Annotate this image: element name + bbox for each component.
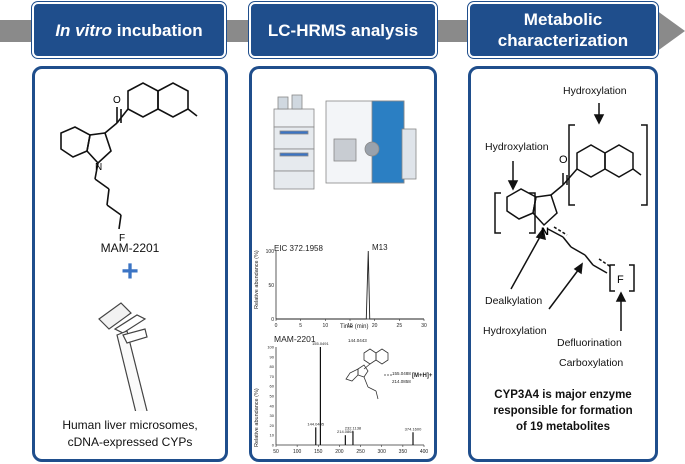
x-tick-label: 0 [275, 323, 278, 329]
oxygen-atom: O [113, 95, 121, 106]
x-tick-label: 350 [399, 449, 408, 455]
x-tick-label: 25 [397, 323, 403, 329]
peak-label: M13 [372, 243, 388, 252]
spectrum-title: MAM-2201 [274, 334, 316, 344]
header-lc-hrms-analysis: LC-HRMS analysis [249, 2, 437, 58]
caption-line1: Human liver microsomes, [62, 418, 198, 432]
x-tick-label: 200 [335, 449, 344, 455]
x-tick-label: 150 [314, 449, 323, 455]
structure-fragment-label: 214.0858 [392, 379, 411, 384]
x-tick-label: 30 [421, 323, 427, 329]
y-tick-label: 0 [272, 443, 275, 448]
x-tick-label: 300 [378, 449, 387, 455]
nitrogen-atom: N [95, 162, 102, 173]
header-in-vitro-incubation: In vitro incubation [32, 2, 226, 58]
y-tick-label: 70 [270, 374, 275, 379]
spectrum-ylabel: Relative abundance (%) [254, 388, 260, 447]
dealkylation-label: Dealkylation [485, 295, 543, 307]
panel-metabolic-characterization: O N F Hydroxylation Hydroxylation Dealky… [468, 66, 658, 462]
structure-fragment-label: 144.0443 [348, 338, 367, 343]
conclusion-line3: of 19 metabolites [516, 421, 610, 433]
x-tick-label: 400 [420, 449, 429, 455]
metabolite-structure: O N F [494, 103, 648, 331]
mam2201-structure: O N F [60, 82, 198, 244]
y-tick-label: 100 [267, 345, 274, 350]
header-line1: Metabolic [523, 10, 603, 29]
conclusion-line2: responsible for formation [493, 405, 633, 417]
x-tick-label: 20 [372, 323, 378, 329]
y-tick-label: 60 [270, 384, 275, 389]
y-tick-label: 20 [270, 423, 275, 428]
compound-label: MAM-2201 [100, 241, 160, 255]
x-tick-label: 250 [356, 449, 365, 455]
conclusion-text: CYP3A4 is major enzyme responsible for f… [471, 387, 655, 435]
carboxylation-label: Carboxylation [559, 357, 624, 369]
ion-label: [M+H]+ [412, 373, 433, 379]
x-tick-label: 15 [347, 323, 353, 329]
hydroxylation-naphthalene-label: Hydroxylation [563, 85, 627, 97]
eic-label: EIC 372.1958 [274, 244, 323, 253]
oxygen-atom: O [559, 154, 568, 166]
fluorine-atom: F [617, 274, 624, 286]
spectrum-structure-icon [345, 348, 392, 400]
y-tick-label: 10 [270, 433, 275, 438]
microcentrifuge-tube-icon [98, 302, 148, 411]
spectrum-peak-label: 144.0445 [307, 421, 324, 426]
y-tick-label: 80 [270, 364, 275, 369]
y-tick-label: 50 [270, 394, 275, 399]
header-line2: characterization [497, 31, 629, 50]
nitrogen-atom: N [541, 226, 549, 238]
header-italic: In vitro [55, 20, 112, 40]
chromatogram-ylabel: Relative abundance (%) [254, 250, 260, 309]
spectrum-peak-label: 374.1600 [405, 426, 422, 431]
spectrum-peak-label: 232.1138 [345, 425, 362, 430]
plus-icon: + [121, 255, 139, 288]
y-tick-label: 30 [270, 413, 275, 418]
panel-incubation: O N F MAM-2201 + Human liver microsomes,… [32, 66, 228, 462]
y-tick-label: 40 [270, 403, 275, 408]
x-tick-label: 100 [293, 449, 302, 455]
spectrum-peak-label: 155.0491 [312, 341, 329, 346]
chromatogram-plot: 0 5 10 15 20 25 30 0 50 100 [266, 249, 427, 329]
y-tick-label: 100 [266, 249, 275, 255]
structure-fragment-label: 155.0488 [392, 371, 411, 376]
chromatogram: 0 5 10 15 20 25 30 0 50 100 [266, 249, 427, 329]
caption-line2: cDNA-expressed CYPs [67, 435, 193, 449]
y-tick-label: 50 [268, 283, 274, 289]
header-metabolic-characterization: Metabolic characterization [468, 2, 658, 58]
x-tick-label: 50 [273, 449, 279, 455]
x-tick-label: 10 [323, 323, 329, 329]
chromatogram-trace [276, 250, 424, 320]
conclusion-line1: CYP3A4 is major enzyme [494, 389, 632, 401]
defluorination-label: Defluorination [557, 337, 622, 349]
chromatogram-xlabel: Time (min) [340, 324, 369, 330]
lc-hrms-instrument-icon [273, 94, 417, 190]
y-tick-label: 90 [270, 354, 275, 359]
y-tick-label: 0 [271, 317, 274, 323]
header-rest: incubation [112, 20, 203, 40]
hydroxylation-chain-label: Hydroxylation [483, 325, 547, 337]
hydroxylation-indole-label: Hydroxylation [485, 141, 549, 153]
spectrum-peak-label: 214.0864 [337, 429, 354, 434]
x-tick-label: 5 [299, 323, 302, 329]
fluorine-atom: F [119, 233, 125, 244]
